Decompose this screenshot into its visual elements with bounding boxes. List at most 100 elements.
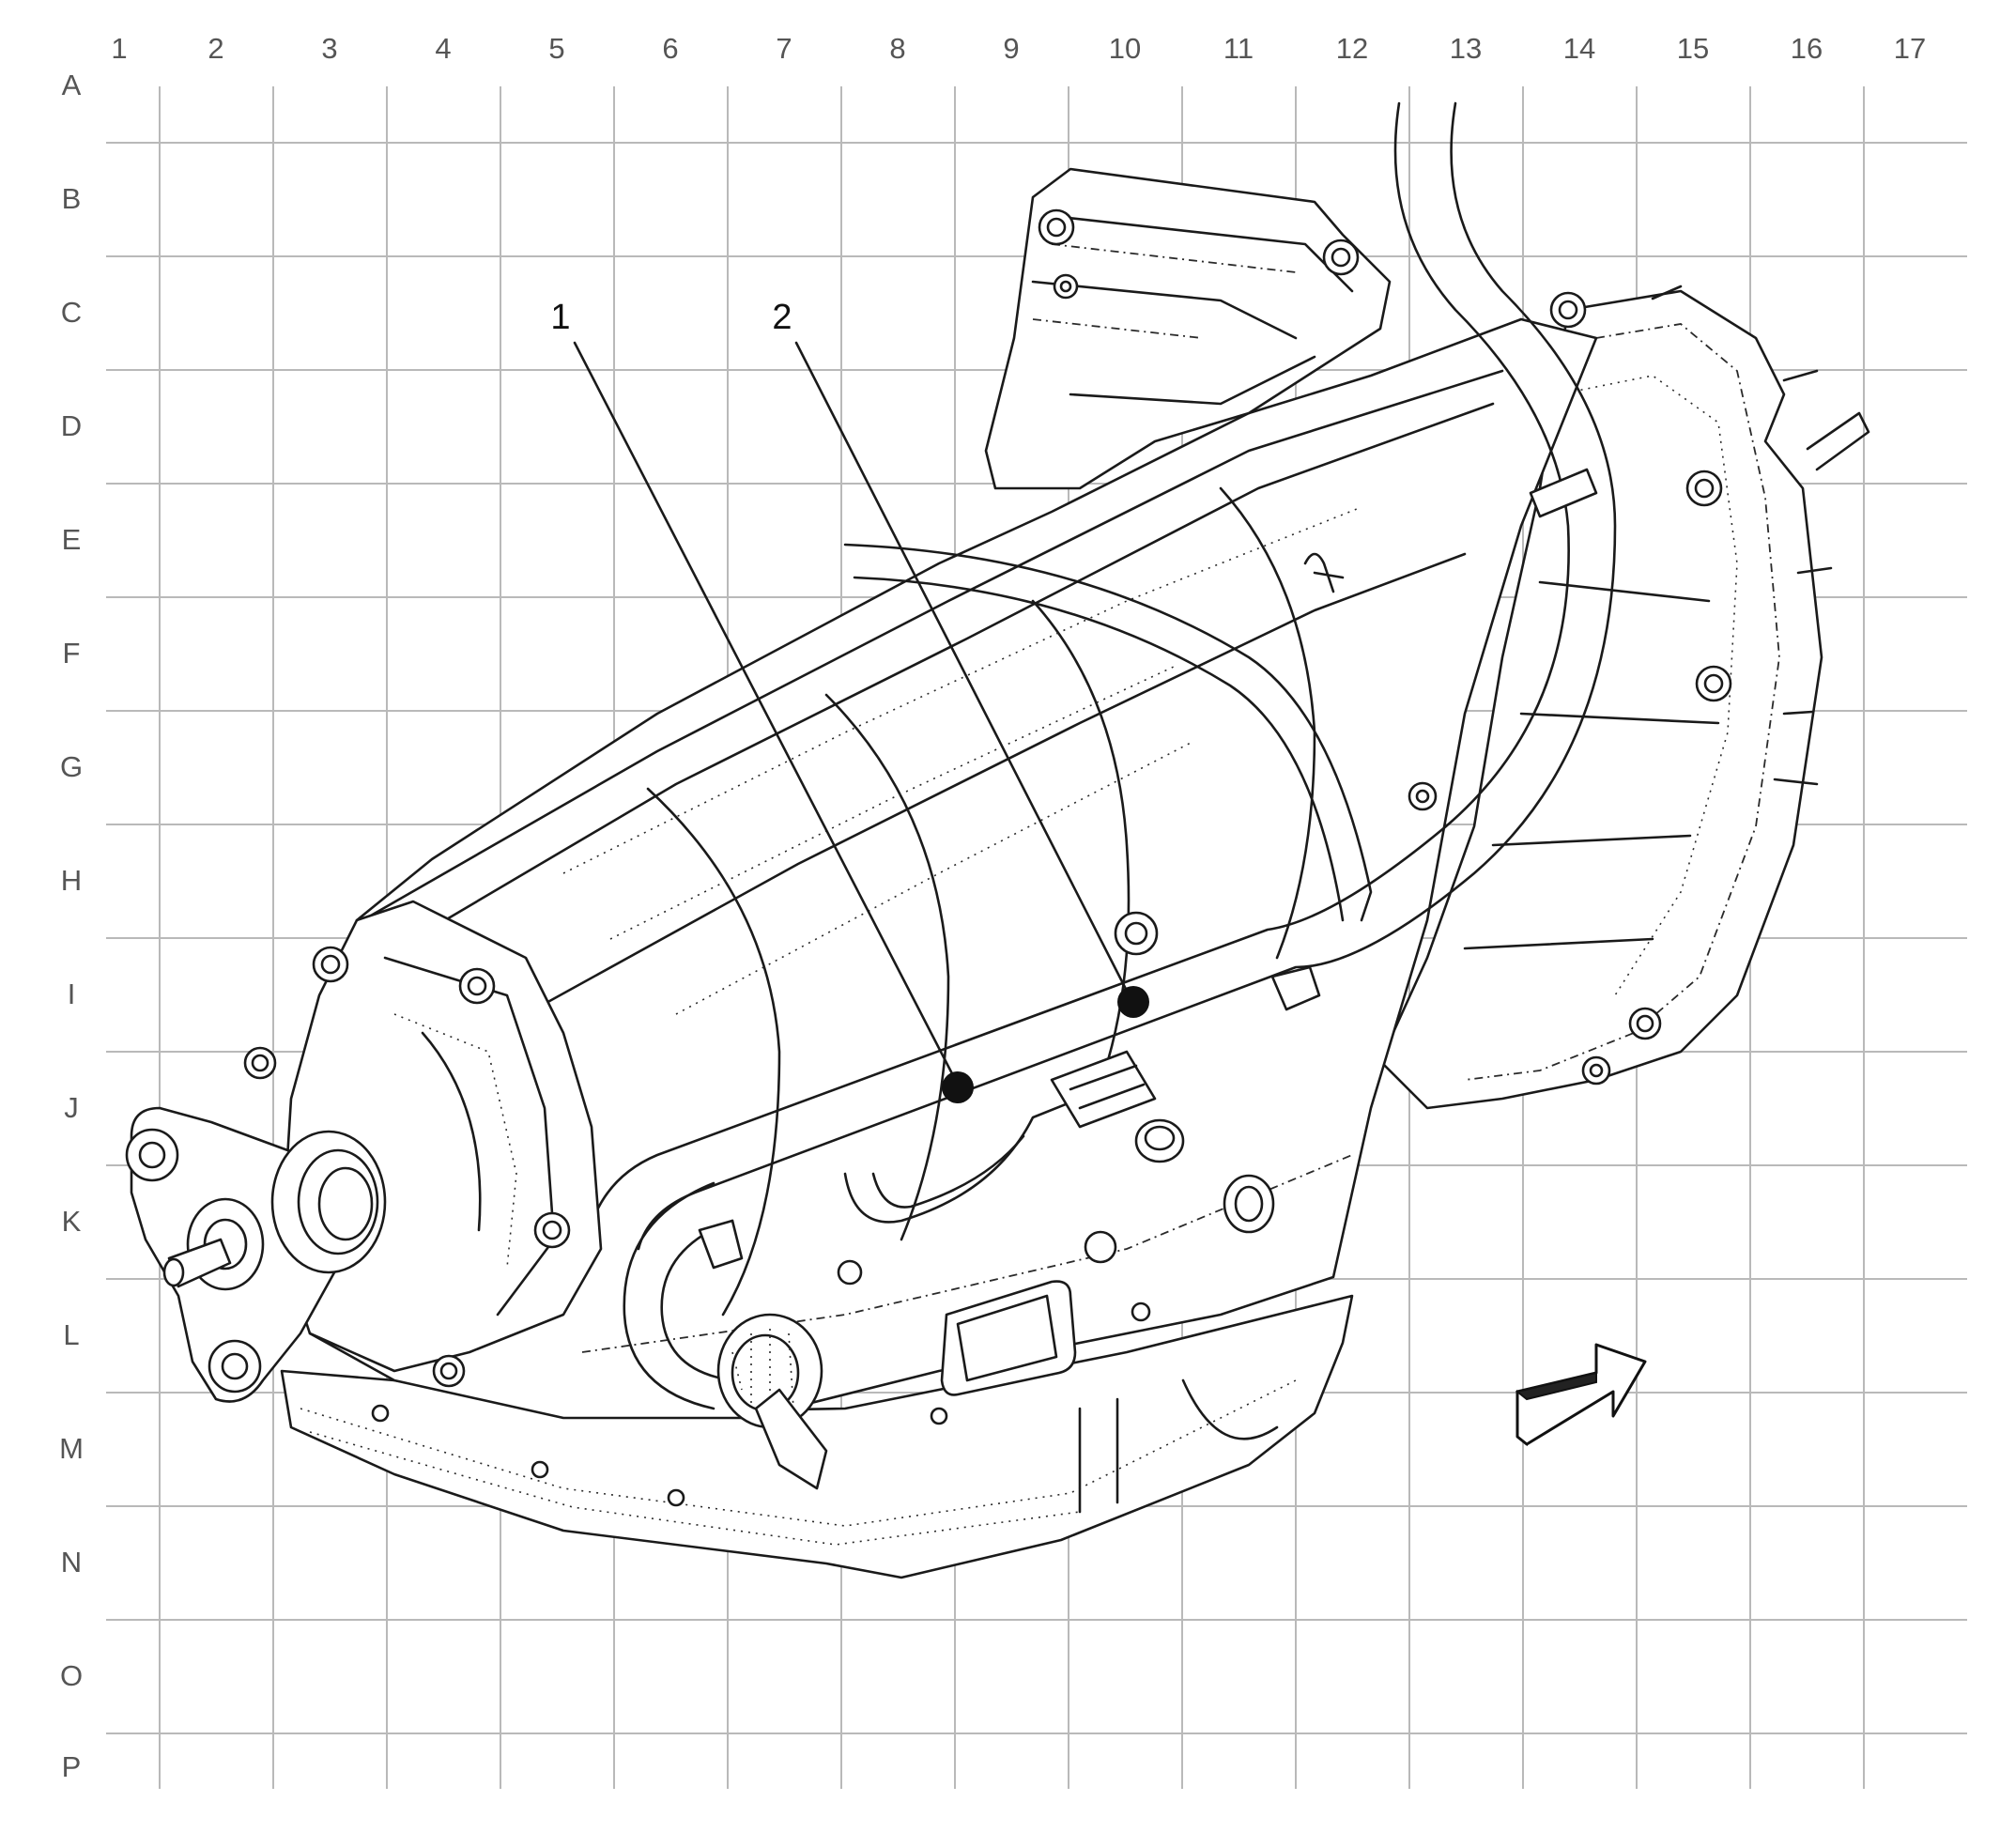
- bolt: [1053, 273, 1079, 300]
- pan-bolt: [667, 1488, 685, 1507]
- case-port: [1223, 1174, 1275, 1234]
- column-label: 16: [1791, 32, 1823, 65]
- row-label: E: [62, 523, 82, 556]
- row-label: P: [62, 1750, 82, 1783]
- row-label: G: [60, 750, 83, 783]
- bell-housing-flange: [1464, 323, 1780, 1081]
- column-label: 4: [435, 32, 451, 65]
- callout-number: 1: [550, 298, 570, 337]
- cooler-line-outer: [585, 101, 1570, 1241]
- pan-bolt: [930, 1407, 948, 1425]
- inspection-plate: [940, 1280, 1077, 1396]
- column-label: 8: [889, 32, 905, 65]
- column-label: 5: [548, 32, 564, 65]
- transmission-assembly: [125, 101, 1870, 1579]
- column-label: 12: [1336, 32, 1368, 65]
- row-label: K: [62, 1205, 82, 1238]
- harness-connector-detail: [1069, 1064, 1146, 1110]
- cooler-line-upper-arc: [843, 543, 1373, 922]
- callout-number: 2: [772, 298, 792, 337]
- case-band: [646, 787, 781, 1317]
- bolt: [1581, 1055, 1611, 1086]
- case-top-rail: [411, 402, 1495, 941]
- oil-pan-rib: [1078, 1378, 1279, 1514]
- row-label: H: [61, 864, 82, 897]
- case-port: [1114, 911, 1159, 956]
- bell-housing-detail: [1558, 375, 1738, 996]
- row-label: A: [62, 69, 82, 101]
- bell-housing-ribs: [1463, 580, 1720, 950]
- callout-marker: [942, 1071, 974, 1103]
- bolt: [1322, 239, 1360, 276]
- front-direction-arrow-icon: [1515, 1343, 1647, 1447]
- bolt: [243, 1046, 277, 1080]
- callout-1: 1: [550, 298, 974, 1103]
- housing-stud: [1651, 285, 1870, 786]
- bolt: [312, 946, 349, 983]
- cooler-line-loop: [623, 1181, 715, 1410]
- inspection-plate-detail: [956, 1294, 1058, 1382]
- bolt: [458, 967, 496, 1005]
- column-label: 15: [1677, 32, 1709, 65]
- wiring-harness: [871, 1134, 1025, 1209]
- fill-plug: [1144, 1125, 1176, 1151]
- bolt: [1549, 291, 1587, 329]
- case-band: [1031, 599, 1131, 1091]
- row-label: D: [61, 409, 82, 442]
- row-label: N: [61, 1546, 82, 1578]
- bolt: [1038, 208, 1075, 246]
- column-label: 14: [1563, 32, 1595, 65]
- row-labels: A B C D E F G H I J K L M N O P: [59, 69, 84, 1783]
- upper-mount-bracket: [984, 167, 1392, 490]
- flange-hole: [221, 1352, 249, 1380]
- column-label: 13: [1450, 32, 1482, 65]
- pipe-clamp: [1529, 468, 1598, 518]
- row-label: I: [68, 978, 76, 1010]
- case-top-rail: [524, 552, 1467, 1016]
- case-band: [824, 693, 950, 1241]
- row-label: L: [63, 1318, 79, 1351]
- leader-line: [794, 341, 1133, 1002]
- harness-connector: [1050, 1050, 1157, 1129]
- flange-hole: [138, 1141, 166, 1169]
- vent-fitting: [698, 1219, 744, 1270]
- breather-tube: [1303, 552, 1345, 593]
- case-detail: [562, 506, 1362, 1015]
- case-port: [1234, 1185, 1264, 1223]
- row-label: F: [63, 637, 81, 670]
- upper-mount-detail: [1031, 214, 1354, 406]
- bolt: [1695, 665, 1732, 702]
- row-label: M: [59, 1432, 84, 1465]
- case-top-rail: [369, 369, 1504, 917]
- pan-bolt: [371, 1404, 390, 1423]
- flange-hole: [208, 1339, 262, 1394]
- cooler-line-inner: [637, 101, 1617, 1251]
- transmission-case: [280, 317, 1598, 1420]
- callout-marker: [1117, 986, 1149, 1018]
- flange-hole: [125, 1128, 179, 1182]
- bolt: [1408, 781, 1438, 811]
- column-label: 9: [1003, 32, 1019, 65]
- bolt: [533, 1211, 571, 1249]
- column-label: 1: [111, 32, 127, 65]
- column-label: 6: [662, 32, 678, 65]
- pan-bolt: [837, 1259, 863, 1286]
- row-label: C: [61, 296, 82, 329]
- cooler-line-loop: [660, 1219, 734, 1382]
- leader-line: [573, 341, 960, 1086]
- column-label: 10: [1109, 32, 1141, 65]
- pan-bolt: [1131, 1301, 1151, 1322]
- oil-pan-detail: [309, 1431, 1081, 1546]
- upper-mount-detail: [1032, 243, 1297, 339]
- case-connector: [1270, 965, 1321, 1011]
- pan-bolt: [531, 1460, 549, 1479]
- selector-lever: [754, 1388, 828, 1490]
- bolt: [432, 1354, 466, 1388]
- row-label: B: [62, 182, 82, 215]
- rear-seal: [297, 1148, 379, 1255]
- bolt: [1628, 1007, 1662, 1040]
- rear-seal: [317, 1166, 374, 1241]
- column-labels: 1 2 3 4 5 6 7 8 9 10 11 12 13 14 15 16 1…: [111, 32, 1926, 65]
